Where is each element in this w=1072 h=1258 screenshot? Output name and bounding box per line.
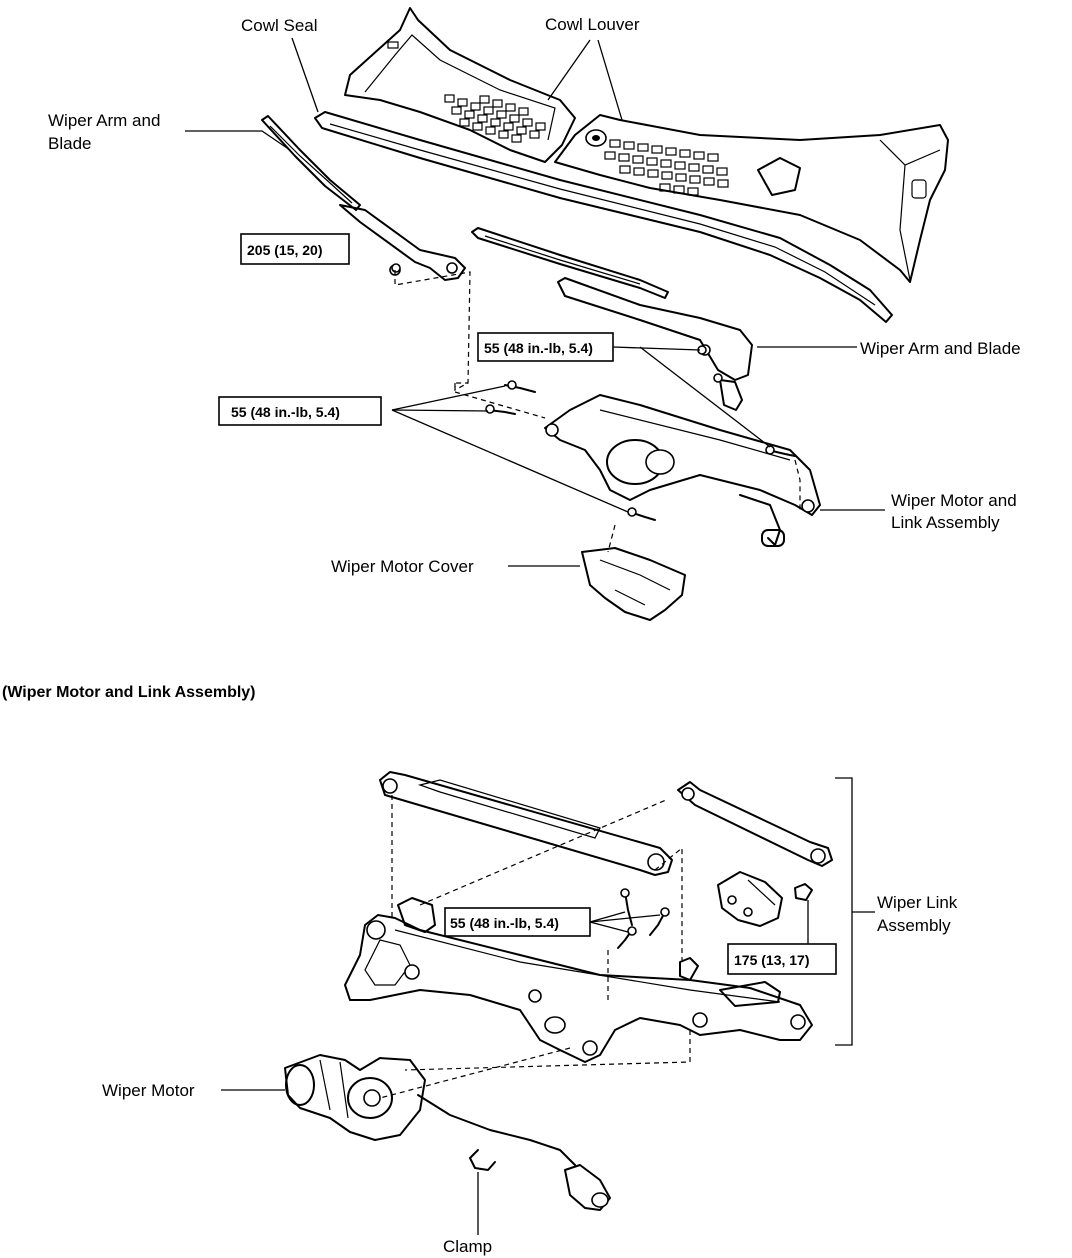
label-wiper-link-line2: Assembly xyxy=(877,916,951,935)
clamp-part xyxy=(469,1149,496,1171)
torque-box-link-bolts: 55 (48 in.-lb, 5.4) xyxy=(444,907,591,937)
torque-arm-pivot-nut: 55 (48 in.-lb, 5.4) xyxy=(484,340,593,356)
torque-link-bolts: 55 (48 in.-lb, 5.4) xyxy=(450,915,559,931)
leader-lines-top xyxy=(185,37,885,567)
label-wiper-motor: Wiper Motor xyxy=(102,1081,195,1100)
label-wiper-motor-cover: Wiper Motor Cover xyxy=(331,557,474,576)
link-rod-short xyxy=(677,781,833,867)
wiper-arm-blade-right xyxy=(471,227,753,411)
torque-arm-nut: 205 (15, 20) xyxy=(247,242,323,258)
label-cowl-seal: Cowl Seal xyxy=(241,16,318,35)
alignment-lines-bottom xyxy=(379,795,691,1099)
link-assembly-frame xyxy=(344,897,813,1063)
wiper-motor-cover xyxy=(581,547,686,621)
link-rod-long xyxy=(379,771,673,876)
label-wiper-arm-blade-left-line1: Wiper Arm and xyxy=(48,111,160,130)
wiper-link-bracket xyxy=(835,777,875,1046)
cowl-seal xyxy=(314,111,893,323)
wiper-motor-bottom xyxy=(284,1054,611,1211)
torque-motor-link-bolts: 55 (48 in.-lb, 5.4) xyxy=(231,404,340,420)
torque-link-nut: 175 (13, 17) xyxy=(734,952,810,968)
label-clamp: Clamp xyxy=(443,1237,492,1256)
label-wiper-motor-link-line2: Link Assembly xyxy=(891,513,1000,532)
label-wiper-arm-blade-left-line2: Blade xyxy=(48,134,91,153)
cowl-louver-right xyxy=(554,114,949,283)
label-cowl-louver: Cowl Louver xyxy=(545,15,640,34)
torque-box-arm-nut: 205 (15, 20) xyxy=(240,233,350,265)
cowl-louver-left xyxy=(344,7,576,163)
fasteners-top xyxy=(391,263,796,521)
fasteners-bottom xyxy=(617,888,670,949)
torque-box-link-nut: 175 (13, 17) xyxy=(727,943,837,975)
leader-lines-bottom xyxy=(221,900,809,1235)
torque-box-motor-link-bolts: 55 (48 in.-lb, 5.4) xyxy=(218,396,382,426)
torque-box-arm-pivot-nut: 55 (48 in.-lb, 5.4) xyxy=(477,332,614,362)
wiper-motor-link-top xyxy=(544,394,821,547)
pivot-bracket xyxy=(717,871,813,927)
alignment-lines-top xyxy=(394,270,801,553)
label-wiper-motor-link-line1: Wiper Motor and xyxy=(891,491,1017,510)
label-wiper-link-line1: Wiper Link xyxy=(877,893,958,912)
section-title: (Wiper Motor and Link Assembly) xyxy=(2,684,256,701)
label-wiper-arm-blade-right: Wiper Arm and Blade xyxy=(860,339,1021,358)
